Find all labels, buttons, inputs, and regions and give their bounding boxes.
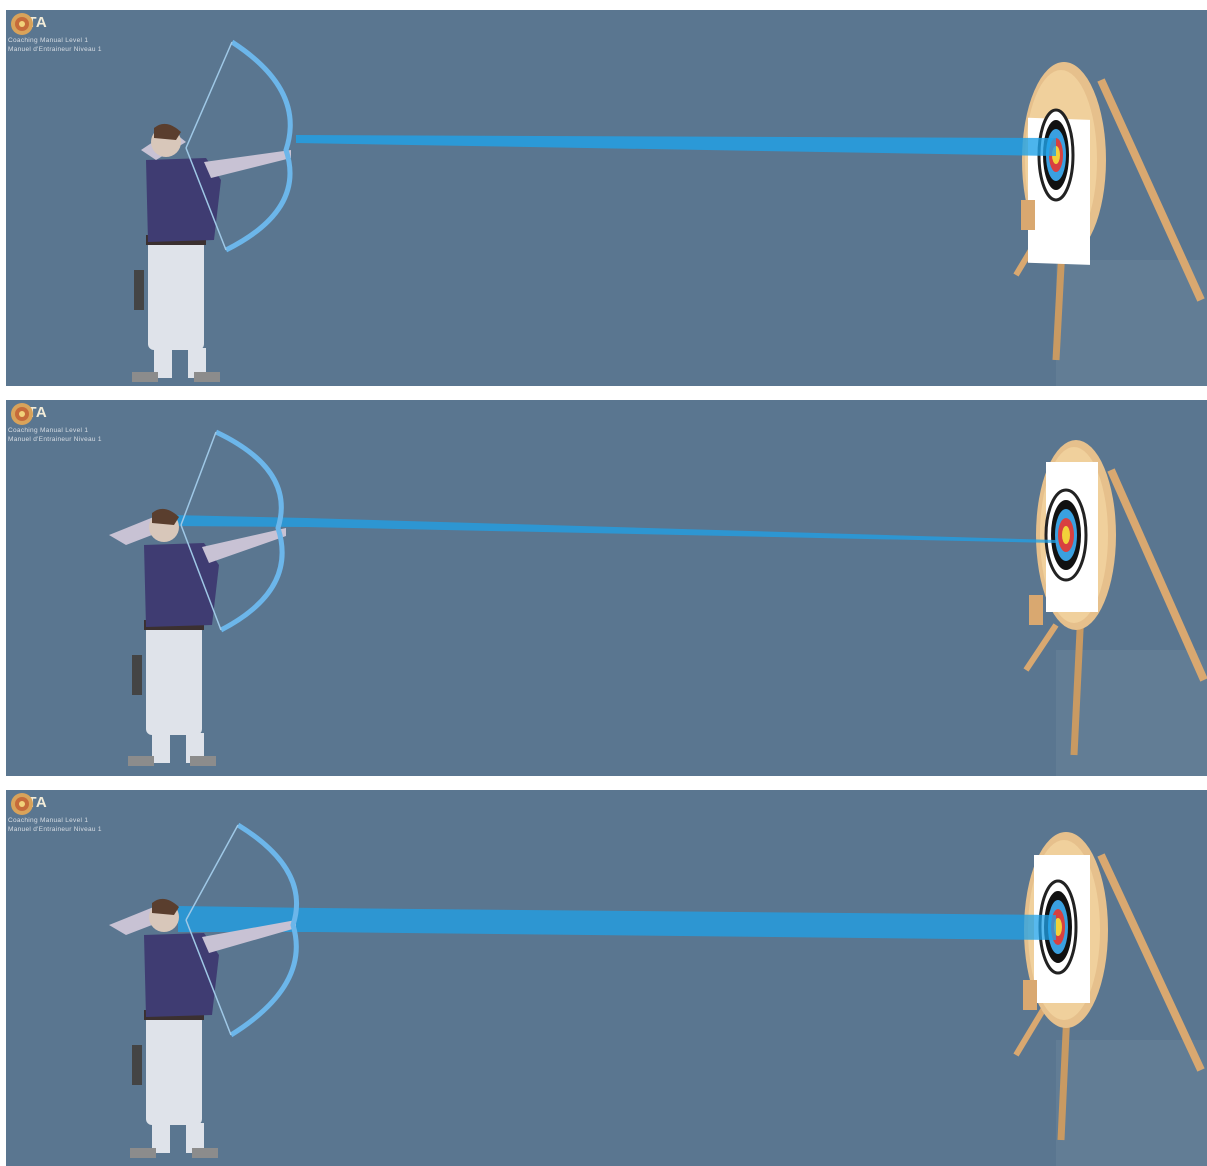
archer-figure (132, 124, 291, 382)
panel-3-scene (6, 790, 1207, 1166)
panel-1-scene (6, 10, 1207, 386)
fita-logo: FITA (10, 402, 47, 424)
fita-logo-icon (10, 792, 34, 816)
panel-2-scene (6, 400, 1207, 776)
subtitle-line-1: Coaching Manual Level 1 (8, 816, 102, 825)
fita-logo-icon (10, 12, 34, 36)
subtitle-line-1: Coaching Manual Level 1 (8, 426, 102, 435)
aim-line (171, 515, 1056, 543)
target-boss (1021, 62, 1106, 265)
fita-logo-icon (10, 402, 34, 426)
archer-figure (109, 899, 296, 1158)
subtitle-line-2: Manuel d'Entraineur Niveau 1 (8, 825, 102, 834)
fita-logo: FITA (10, 12, 47, 34)
target-boss (1029, 440, 1116, 630)
panel-eye-line-thin: FITA Coaching Manual Level 1 Manuel d'En… (6, 400, 1207, 776)
subtitle-line-1: Coaching Manual Level 1 (8, 36, 102, 45)
aim-line (178, 906, 1056, 940)
subtitle: Coaching Manual Level 1 Manuel d'Entrain… (8, 36, 102, 54)
subtitle: Coaching Manual Level 1 Manuel d'Entrain… (8, 426, 102, 444)
subtitle: Coaching Manual Level 1 Manuel d'Entrain… (8, 816, 102, 834)
archer-figure (109, 509, 286, 766)
aim-line (296, 135, 1056, 156)
panel-arrow-line: FITA Coaching Manual Level 1 Manuel d'En… (6, 10, 1207, 386)
fita-logo: FITA (10, 792, 47, 814)
subtitle-line-2: Manuel d'Entraineur Niveau 1 (8, 435, 102, 444)
panel-eye-line-wide: FITA Coaching Manual Level 1 Manuel d'En… (6, 790, 1207, 1166)
subtitle-line-2: Manuel d'Entraineur Niveau 1 (8, 45, 102, 54)
